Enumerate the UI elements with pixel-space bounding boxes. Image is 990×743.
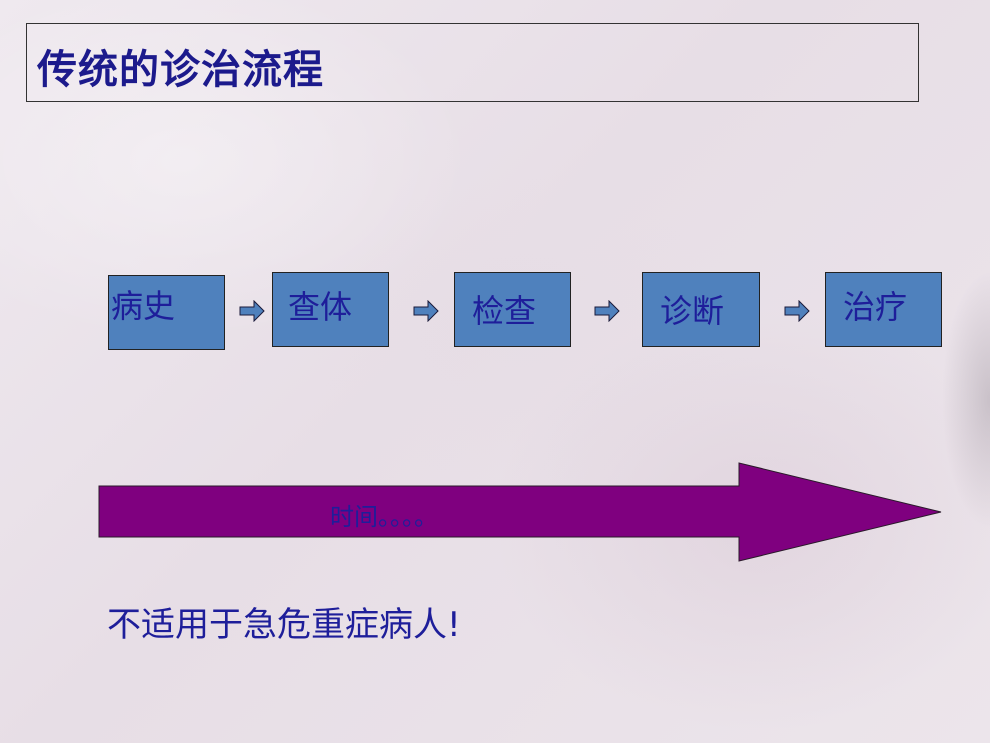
title-box: 传统的诊治流程 [26, 23, 919, 102]
time-label: 时间。。。。 [330, 503, 438, 531]
step-box-diagnosis: 诊断 [642, 272, 760, 347]
step-box-history: 病史 [108, 275, 225, 350]
step-box-physical-exam: 查体 [272, 272, 389, 347]
step-box-treatment: 治疗 [825, 272, 942, 347]
step-label: 查体 [288, 288, 353, 326]
arrow-right-icon [594, 300, 620, 322]
warning-note: 不适用于急危重症病人! [107, 605, 461, 645]
page-title: 传统的诊治流程 [37, 47, 324, 93]
arrow-right-icon [239, 300, 265, 322]
arrow-right-icon [413, 300, 439, 322]
step-label: 治疗 [843, 288, 908, 326]
time-arrow [98, 462, 942, 562]
step-label: 诊断 [660, 292, 725, 330]
step-box-examination: 检查 [454, 272, 571, 347]
step-label: 检查 [472, 292, 537, 330]
arrow-right-icon [784, 300, 810, 322]
step-label: 病史 [111, 287, 176, 325]
